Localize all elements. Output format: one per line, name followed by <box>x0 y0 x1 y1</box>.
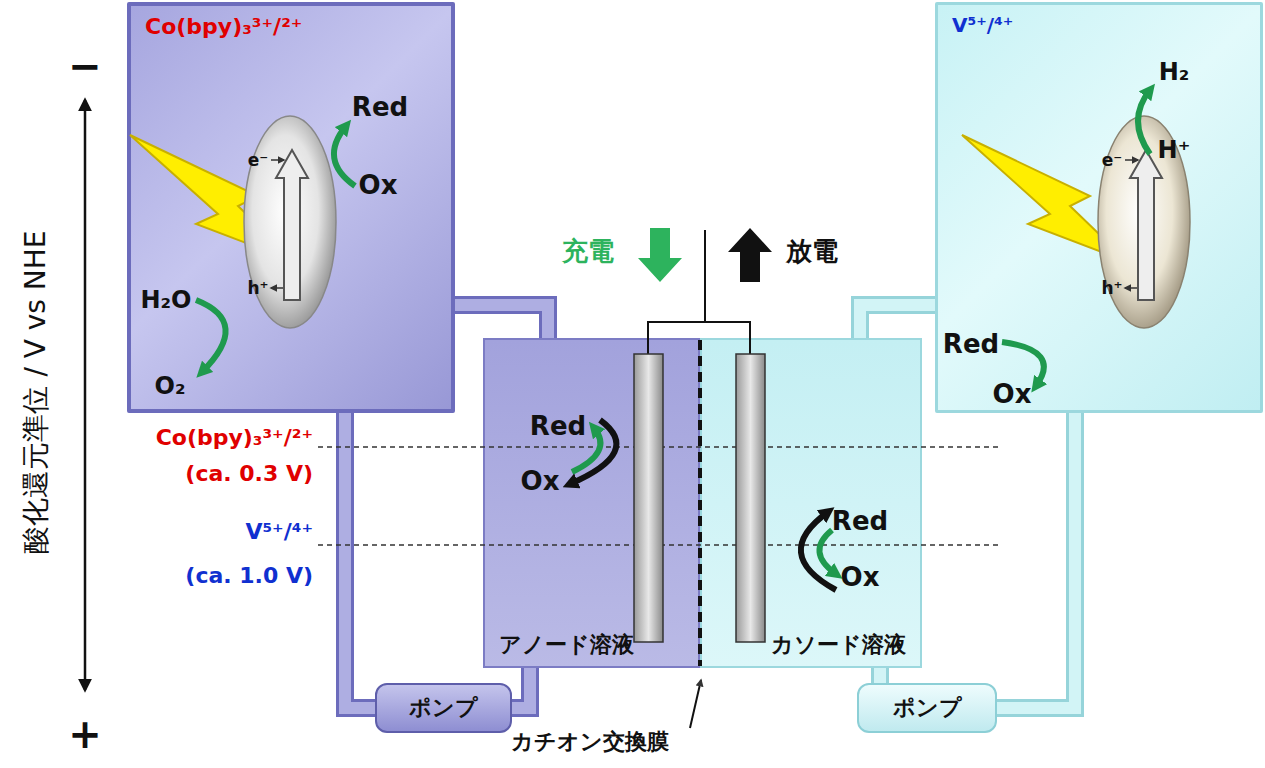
pump-box: ポンプ <box>857 683 997 733</box>
photocatalyst-particle <box>244 116 336 328</box>
hole-arrow <box>271 287 283 289</box>
pipe <box>512 668 530 708</box>
charge-arrow <box>819 530 836 574</box>
pipe <box>345 413 375 708</box>
pipe-fluid <box>512 668 530 708</box>
reduction-arrow <box>1138 90 1150 154</box>
pipe-wall <box>871 668 889 683</box>
pipe-fluid <box>345 413 375 708</box>
pipe <box>880 668 881 683</box>
species-label: Ox <box>841 562 880 593</box>
discharge-label: 放電 <box>786 236 838 267</box>
level-value: (ca. 1.0 V) <box>185 563 313 589</box>
axis-arrow <box>84 100 87 690</box>
pipe-wall <box>512 668 530 708</box>
level-value: (ca. 0.3 V) <box>185 461 313 487</box>
carrier-label: e⁻ <box>1102 150 1123 170</box>
electron-arrow <box>271 159 284 161</box>
pipe <box>455 305 548 338</box>
species-label: O₂ <box>155 372 186 401</box>
cathode-solution: カソード溶液 <box>700 338 922 668</box>
species-label: Red <box>352 92 408 123</box>
electrode <box>736 354 765 642</box>
species-label: Ox <box>359 170 398 201</box>
level-label: V⁵⁺/⁴⁺ <box>245 519 313 545</box>
pipe <box>997 413 1075 708</box>
species-label: H₂ <box>1159 58 1190 87</box>
leader-line <box>690 680 701 728</box>
level-label: Co(bpy)₃³⁺/²⁺ <box>156 425 313 451</box>
pipe-fluid <box>860 305 935 338</box>
box-label: ポンプ <box>893 695 962 721</box>
species-label: H₂O <box>141 286 192 315</box>
hole-arrow <box>1125 287 1137 289</box>
box-label: ポンプ <box>409 695 478 721</box>
species-label: Ox <box>521 466 560 497</box>
membrane <box>698 340 702 666</box>
axis-title: 酸化還元準位 / V vs NHE <box>19 230 53 553</box>
electron-arrow <box>1125 159 1138 161</box>
oxidation-arrow <box>196 300 226 372</box>
axis-end-label: − <box>68 42 102 90</box>
discharge-arrow <box>728 228 772 282</box>
pipe-wall <box>997 413 1075 708</box>
external-wire <box>704 230 706 322</box>
species-label: Red <box>832 506 888 537</box>
carrier-label: h⁺ <box>247 278 268 298</box>
axis-end-label: + <box>68 710 102 758</box>
pump-box: ポンプ <box>375 683 512 733</box>
electrode <box>634 354 663 642</box>
oxidation-arrow <box>1002 342 1044 386</box>
external-wire <box>648 322 750 354</box>
species-label: Red <box>943 329 999 360</box>
pipe-fluid <box>874 668 886 683</box>
box-title: Co(bpy)₃³⁺/²⁺ <box>145 14 302 40</box>
excitation-arrow <box>1130 150 1162 300</box>
box-label: アノード溶液 <box>499 632 634 658</box>
reduction-arrow <box>334 126 355 186</box>
charge-label: 充電 <box>562 236 614 267</box>
pipe-fluid <box>997 413 1075 708</box>
membrane-label: カチオン交換膜 <box>511 729 669 755</box>
species-label: Red <box>530 411 586 442</box>
excitation-arrow <box>276 150 308 300</box>
species-label: H⁺ <box>1158 136 1191 165</box>
species-label: Ox <box>993 379 1032 410</box>
discharge-arrow <box>801 512 836 590</box>
box-label: カソード溶液 <box>771 632 906 658</box>
charge-arrow <box>638 228 682 282</box>
pipe-fluid <box>455 305 548 338</box>
pipe-wall <box>455 305 548 338</box>
pipe-wall <box>345 413 375 708</box>
box-title: V⁵⁺/⁴⁺ <box>952 13 1013 37</box>
pipe-wall <box>860 305 935 338</box>
carrier-label: e⁻ <box>248 150 269 170</box>
anode-solution: アノード溶液 <box>483 338 700 668</box>
carrier-label: h⁺ <box>1101 278 1122 298</box>
pipe <box>860 305 935 338</box>
